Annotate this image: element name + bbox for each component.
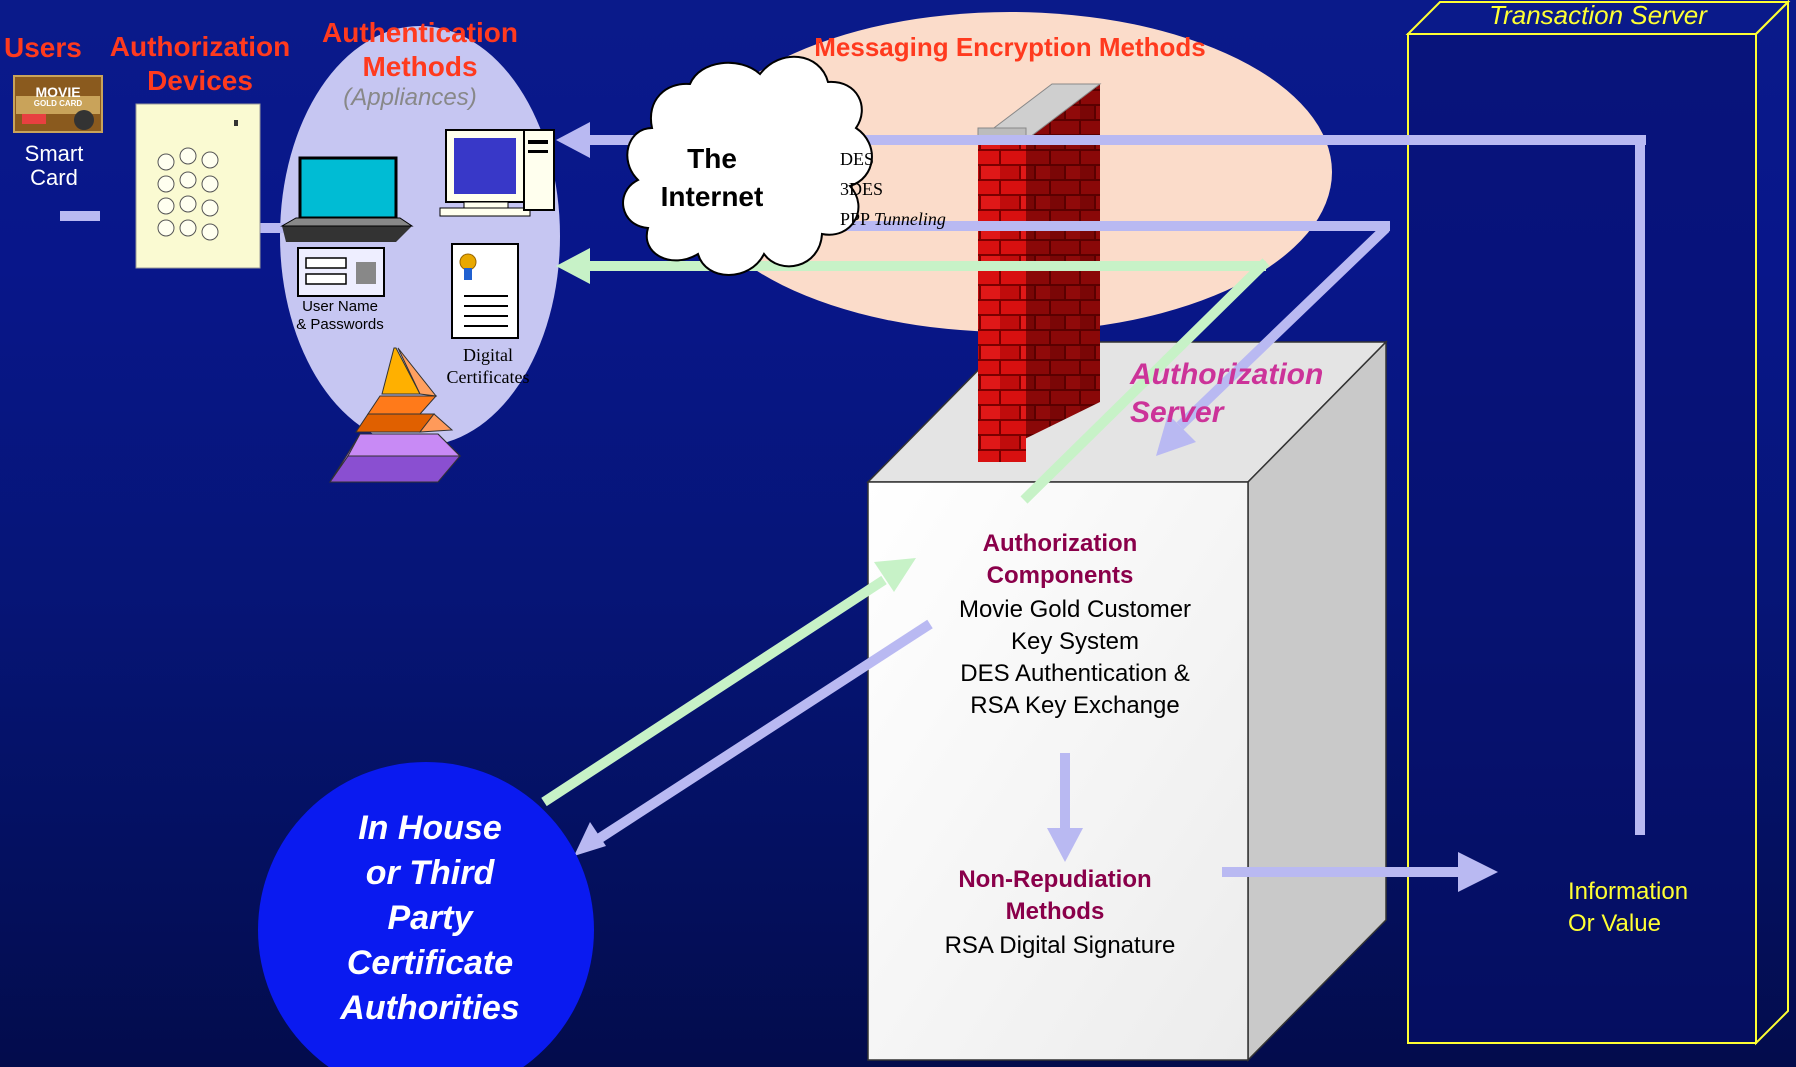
authentication-methods-line1: Authentication (322, 17, 518, 48)
user-name-line2: & Passwords (296, 316, 384, 333)
digital-certificates-line2: Certificates (446, 367, 530, 387)
keypad-device-icon (135, 103, 261, 269)
authorization-detail-1: Movie Gold Customer (958, 596, 1192, 623)
encryption-tunneling-text: Tunneling (873, 209, 946, 229)
certificate-authorities-circle (258, 762, 594, 1067)
pyramid-icon (329, 347, 462, 483)
smart-card-label: Smart Card (14, 142, 94, 190)
non-repudiation-line1: Non-Repudiation (958, 866, 1152, 893)
internet-line2: Internet (660, 181, 764, 212)
authorization-components-line1: Authorization (982, 530, 1138, 557)
arrows-green (541, 258, 1270, 807)
transaction-server-title: Transaction Server (1489, 0, 1707, 30)
encryption-ppp-text: PPP (840, 209, 870, 229)
authorization-detail-4: RSA Key Exchange (970, 692, 1180, 719)
non-repudiation-detail: RSA Digital Signature (944, 932, 1176, 959)
authentication-methods-line2: Methods (362, 51, 478, 82)
authorization-components-title: Authorization Components (900, 528, 1220, 592)
ca-line3: Party (387, 899, 473, 937)
firewall-icon (976, 83, 1102, 462)
authorization-components-line2: Components (986, 562, 1134, 589)
internet-line1: The (687, 143, 737, 174)
transaction-server-box (1405, 0, 1791, 1046)
encryption-methods-list: DES 3DES PPP Tunneling (840, 144, 990, 234)
non-repudiation-title: Non-Repudiation Methods (900, 864, 1210, 928)
encryption-3des: 3DES (840, 179, 884, 199)
appliances-label: (Appliances) (343, 84, 477, 111)
authorization-server-line1: Authorization (1130, 358, 1324, 391)
password-icon (297, 247, 385, 297)
ca-line1: In House (358, 809, 502, 847)
arrowheads-lavender (556, 122, 1498, 892)
digital-certificates-label: Digital Certificates (432, 344, 544, 388)
certificate-icon (451, 243, 519, 339)
arrowheads-green (556, 248, 916, 592)
authorization-server-title: Authorization Server (1130, 356, 1360, 432)
encryption-des: DES (840, 149, 875, 169)
internet-label: The Internet (646, 140, 778, 216)
card-brand-line2: GOLD CARD (33, 99, 83, 108)
ca-line5: Authorities (340, 989, 520, 1027)
ca-line4: Certificate (346, 944, 514, 982)
authorization-detail-2: Key System (1010, 628, 1140, 655)
information-value-label: Information Or Value (1568, 876, 1738, 940)
information-line1: Information (1568, 878, 1689, 905)
messaging-encryption-title: Messaging Encryption Methods (814, 32, 1206, 62)
smart-card-line1: Smart (24, 141, 84, 166)
card-brand: MOVIE GOLD CARD (14, 84, 102, 108)
internet-cloud-icon (622, 55, 873, 276)
information-line2: Or Value (1568, 910, 1661, 937)
authorization-detail-3: DES Authentication & (960, 660, 1190, 687)
certificate-authorities-label: In House or Third Party Certificate Auth… (300, 806, 560, 1031)
authorization-components-details: Movie Gold Customer Key System DES Authe… (900, 594, 1250, 722)
user-name-line1: User Name (302, 298, 378, 315)
authorization-server-line2: Server (1130, 396, 1224, 429)
authorization-devices-title: Authorization Devices (100, 30, 300, 98)
non-repudiation-line2: Methods (1005, 898, 1105, 925)
ca-line2: or Third (365, 854, 495, 892)
authentication-methods-title: Authentication Methods (310, 16, 530, 84)
card-brand-line1: MOVIE (35, 84, 81, 100)
laptop-icon (280, 156, 414, 242)
smart-card-icon (13, 75, 103, 133)
digital-certificates-line1: Digital (463, 345, 513, 365)
desktop-computer-icon (439, 129, 555, 217)
encryption-ppp: PPP Tunneling (840, 204, 990, 234)
user-name-passwords-label: User Name & Passwords (290, 298, 390, 334)
authorization-devices-line1: Authorization (109, 31, 291, 62)
authorization-devices-line2: Devices (147, 65, 253, 96)
smart-card-line2: Card (30, 165, 78, 190)
users-label: Users (4, 32, 82, 63)
